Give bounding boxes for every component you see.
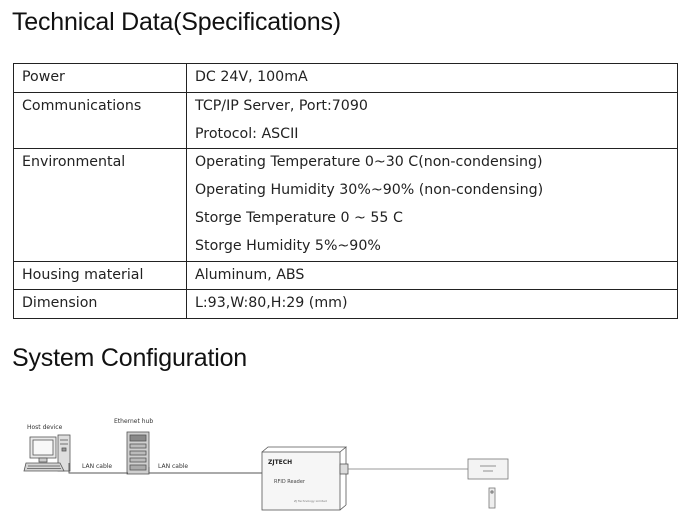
host-device-icon: [23, 434, 71, 472]
lan-cable-1: [68, 463, 128, 474]
spec-value: L:93,W:80,H:29 (mm): [186, 289, 678, 320]
system-configuration-diagram: Host device Ethernet hub LAN cable LAN c…: [23, 418, 509, 511]
host-device-label: Host device: [27, 424, 63, 431]
spec-table: Power DC 24V, 100mA Communications TCP/I…: [13, 63, 678, 320]
table-row: Dimension L:93,W:80,H:29 (mm): [13, 289, 678, 320]
table-row: Power DC 24V, 100mA: [13, 63, 678, 93]
rfid-reader-icon: [261, 446, 349, 511]
specifications-title: Technical Data(Specifications): [12, 8, 341, 36]
lan-cable-2: [148, 467, 262, 474]
reader-brand-label: ZJTECH: [268, 459, 292, 466]
reader-model-label: RFID Reader: [274, 479, 306, 485]
rfid-tag-icon: [488, 487, 496, 509]
ethernet-hub-label: Ethernet hub: [114, 418, 153, 425]
table-row: Environmental Operating Temperature 0~30…: [13, 148, 678, 262]
antenna-icon: [467, 458, 509, 480]
spec-label: Environmental: [13, 148, 187, 262]
spec-value: Operating Temperature 0~30 C(non-condens…: [186, 148, 678, 262]
reader-footer-label: ZJ Technology Limited: [294, 499, 327, 503]
spec-value: Aluminum, ABS: [186, 260, 678, 291]
table-row: Communications TCP/IP Server, Port:7090 …: [13, 91, 678, 150]
spec-value: DC 24V, 100mA: [186, 63, 678, 93]
ethernet-hub-icon: [126, 431, 150, 475]
table-row: Housing material Aluminum, ABS: [13, 260, 678, 291]
spec-label: Communications: [13, 91, 187, 150]
system-configuration-title: System Configuration: [12, 344, 248, 372]
spec-label: Housing material: [13, 260, 187, 291]
spec-label: Dimension: [13, 289, 187, 320]
lan-cable-1-label: LAN cable: [82, 463, 112, 470]
lan-cable-2-label: LAN cable: [158, 463, 188, 470]
spec-label: Power: [13, 63, 187, 93]
spec-value: TCP/IP Server, Port:7090 Protocol: ASCII: [186, 91, 678, 150]
